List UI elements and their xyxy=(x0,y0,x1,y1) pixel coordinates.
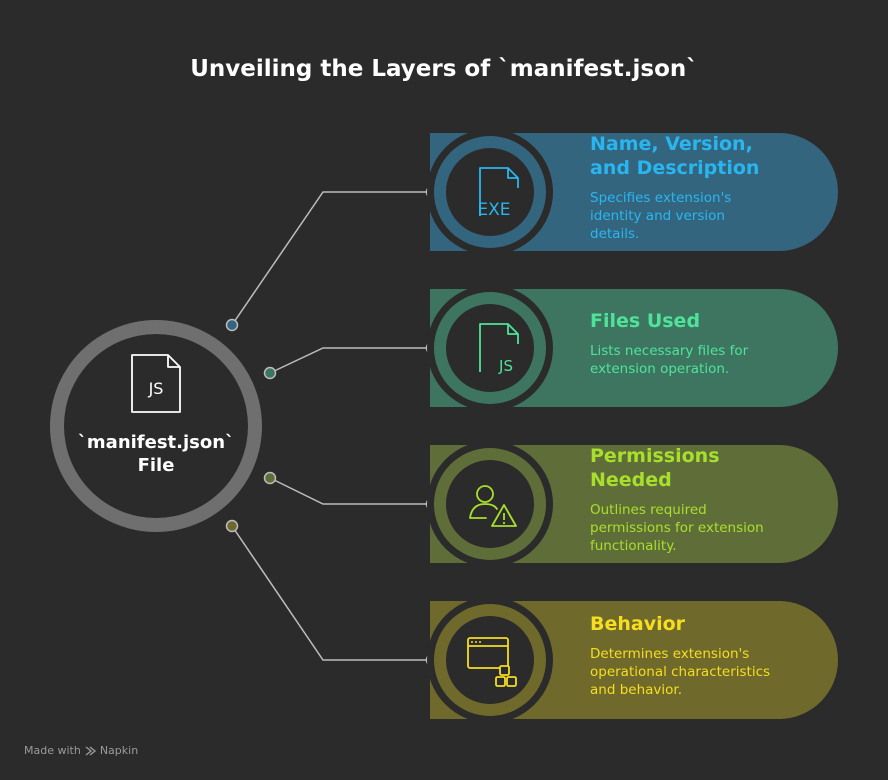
card-title: and Description xyxy=(590,157,759,179)
card-title: Behavior xyxy=(590,613,686,635)
user-warning-icon xyxy=(469,485,517,527)
card-description: Determines extension's xyxy=(590,646,749,662)
connector-start-dot xyxy=(225,519,239,533)
card-title: Name, Version, xyxy=(590,133,753,155)
connector-start-dot xyxy=(263,366,277,380)
card-description: functionality. xyxy=(590,538,677,554)
card-description: Lists necessary files for xyxy=(590,343,749,359)
card-description: operational characteristics xyxy=(590,664,770,680)
card-description: permissions for extension xyxy=(590,520,764,536)
connector-start-dot xyxy=(225,318,239,332)
footer-brand-name: Napkin xyxy=(99,744,139,757)
card-title: Needed xyxy=(590,469,672,491)
cards: EXE Name, Version,and DescriptionSpecifie… xyxy=(427,129,838,723)
napkin-logo-icon xyxy=(85,745,96,756)
center-icon-label: JS xyxy=(148,379,164,398)
connector-line xyxy=(269,347,432,374)
icon-label: JS xyxy=(498,357,513,375)
card-description: Outlines required xyxy=(590,502,707,518)
footer-brand: Napkin xyxy=(85,744,138,757)
center-node: JS `manifest.json`File xyxy=(50,320,262,532)
browser-window-icon xyxy=(467,637,517,687)
footer: Made with Napkin xyxy=(24,744,138,757)
connector-line xyxy=(269,477,432,505)
js-file-icon: JS xyxy=(479,323,519,375)
card-description: identity and version xyxy=(590,208,725,224)
card-description: extension operation. xyxy=(590,361,729,377)
connector-line xyxy=(231,525,432,661)
page-title: Unveiling the Layers of `manifest.json` xyxy=(190,56,698,82)
js-file-icon: JS xyxy=(131,354,181,413)
center-title: `manifest.json` xyxy=(78,432,234,453)
card-description: details. xyxy=(590,226,639,242)
card-1: EXE Name, Version,and DescriptionSpecifie… xyxy=(427,129,838,255)
connector-line xyxy=(231,191,432,326)
icon-label: EXE xyxy=(477,200,510,220)
card-title: Files Used xyxy=(590,310,700,332)
connector-start-dot xyxy=(263,471,277,485)
center-subtitle: File xyxy=(138,455,175,476)
card-title: Permissions xyxy=(590,445,720,467)
card-description: and behavior. xyxy=(590,682,682,698)
card-icon-disc xyxy=(446,148,534,236)
card-icon-disc xyxy=(446,616,534,704)
card-description: Specifies extension's xyxy=(590,190,731,206)
footer-made-with: Made with xyxy=(24,744,81,757)
card-icon-disc xyxy=(446,304,534,392)
exe-file-icon: EXE xyxy=(477,167,519,220)
center-disc xyxy=(64,334,248,518)
